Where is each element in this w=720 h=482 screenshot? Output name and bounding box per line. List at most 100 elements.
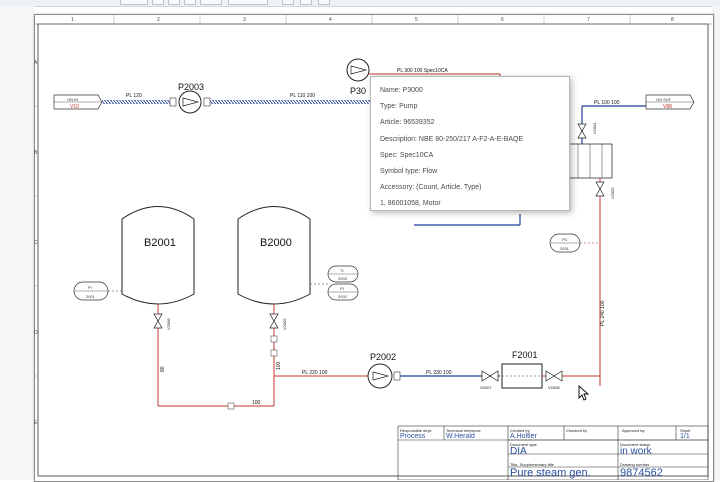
reducer-icon	[270, 335, 278, 343]
toolbar-button[interactable]	[184, 0, 196, 5]
equipment-tag: P2003	[178, 82, 204, 92]
toolbar-button[interactable]	[282, 0, 294, 5]
offpage-label: V88	[663, 104, 672, 110]
instrument-label: 2001	[86, 294, 96, 299]
reducer-icon	[393, 371, 401, 381]
line-label: PL 240 100	[600, 300, 606, 326]
line-label: 100	[276, 361, 282, 370]
tb-label: Technical reference	[446, 428, 481, 433]
instrument-label: PI	[88, 285, 92, 290]
tb-doc-type: DIA	[510, 446, 527, 457]
toolbar	[0, 0, 720, 7]
offpage-connector-right[interactable]: ON SHT V88	[645, 94, 695, 110]
process-line-pl120[interactable]	[102, 100, 170, 104]
line-label: 100	[252, 400, 261, 406]
offpage-label: V10	[70, 104, 79, 110]
reducer-icon	[203, 97, 211, 107]
valve-v2001[interactable]	[577, 123, 587, 139]
grid-col-label: 5	[415, 17, 418, 23]
offpage-label: ON SHT	[656, 97, 672, 102]
grid-col-label: 1	[71, 17, 74, 23]
valve-v2008[interactable]	[545, 370, 563, 382]
valve-v2006[interactable]	[153, 313, 163, 329]
pump-p3000[interactable]	[346, 58, 370, 82]
equipment-tooltip: Name: P3000 Type: Pump Article: 96539352…	[370, 76, 570, 211]
tooltip-description: Description: NBE 80-250/217 A-F2-A-E-BAQ…	[380, 135, 524, 143]
tb-label: Responsible dept.	[400, 428, 433, 433]
instrument-label: TI	[340, 268, 344, 273]
tooltip-name: Name: P3000	[380, 87, 423, 94]
reducer-icon	[270, 349, 278, 357]
filter-f2001[interactable]	[501, 363, 543, 389]
valve-v2007[interactable]	[481, 370, 499, 382]
toolbar-button[interactable]	[318, 0, 330, 5]
tb-label: Checked by	[566, 428, 588, 433]
grid-row-label: B	[34, 150, 38, 156]
instrument-pi2002[interactable]: PI 2002	[327, 283, 359, 301]
grid-col-label: 7	[587, 17, 590, 23]
valve-tag: V2002	[610, 187, 615, 199]
process-line-pl110[interactable]	[210, 100, 370, 104]
instrument-label: 2003	[338, 276, 348, 281]
instrument-label: 2001	[560, 246, 570, 251]
instrument-label: 2002	[338, 294, 348, 299]
valve-tag: V2005	[282, 318, 287, 330]
instrument-ti2003[interactable]: TI 2003	[327, 265, 359, 283]
instrument-pc2001[interactable]: PC 2001	[549, 233, 581, 253]
grid-row-label: E	[34, 420, 38, 426]
tank-b2000[interactable]	[237, 206, 311, 305]
title-block	[397, 425, 709, 480]
pid-drawing[interactable]: 1 2 3 4 5 6 7 8 A B C D E ON IN V10 PL 1…	[34, 14, 712, 480]
line-label: PL 100 100	[594, 100, 620, 106]
valve-tag: V2008	[548, 385, 560, 390]
offpage-connector-left[interactable]: ON IN V10	[53, 94, 103, 110]
instrument-label: PI	[340, 286, 344, 291]
tooltip-symbol-type: Symbol type: Flow	[380, 168, 438, 176]
toolbar-button[interactable]	[168, 0, 180, 5]
tooltip-article: Article: 96539352	[380, 119, 435, 127]
tooltip-type: Type: Pump	[380, 103, 418, 111]
tooltip-spec: Spec: Spec10CA	[380, 151, 434, 159]
tb-label: Approved by	[622, 428, 645, 433]
tooltip-accessory-item: 1, 86001058, Motor	[380, 200, 441, 208]
tank-b2001[interactable]	[121, 206, 195, 305]
mouse-cursor-icon	[578, 385, 590, 401]
equipment-tag: P30	[350, 86, 366, 96]
grid-row-label: C	[34, 240, 38, 246]
line-label: PL 120	[126, 93, 142, 99]
tb-doc-status: in work	[620, 446, 652, 457]
reducer-icon	[227, 402, 235, 410]
tb-title: Pure steam gen.	[510, 467, 591, 479]
valve-tag: V2001	[592, 122, 597, 134]
line-label: PL 110 100	[290, 93, 315, 99]
toolbar-button[interactable]	[200, 0, 222, 5]
tb-label: Sheet	[680, 428, 691, 433]
tb-label: Created by	[510, 428, 530, 433]
equipment-tag: P2002	[370, 352, 396, 362]
pump-p2002[interactable]	[367, 363, 393, 389]
tooltip-accessory: Accessory: (Count, Article, Type)	[380, 184, 482, 192]
line-label: PL 220 100	[302, 370, 328, 376]
grid-row-label: D	[34, 330, 38, 336]
toolbar-button[interactable]	[120, 0, 148, 5]
tb-label: Title, Supplementary title	[510, 462, 554, 467]
instrument-pi2001[interactable]: PI 2001	[73, 281, 109, 301]
valve-v2002[interactable]	[595, 181, 605, 197]
valve-v2005[interactable]	[269, 313, 279, 329]
equipment-tag: F2001	[512, 350, 538, 360]
equipment-tag: B2001	[144, 237, 176, 249]
grid-row-label: A	[34, 60, 38, 66]
toolbar-button[interactable]	[300, 0, 312, 5]
valve-tag: V2006	[166, 318, 171, 330]
tb-technical-ref: W.Herald	[446, 433, 475, 440]
tb-created-by: A.Holtler	[510, 433, 537, 440]
reducer-icon	[169, 97, 177, 107]
offpage-label: ON IN	[67, 97, 78, 102]
tb-label: Drawing number	[620, 462, 650, 467]
toolbar-button[interactable]	[152, 0, 164, 5]
pump-p2003[interactable]	[178, 90, 202, 114]
line-label: 80	[160, 366, 166, 372]
zoom-field[interactable]	[228, 0, 268, 5]
column-grid-ticks	[34, 14, 631, 377]
grid-col-label: 2	[157, 17, 160, 23]
